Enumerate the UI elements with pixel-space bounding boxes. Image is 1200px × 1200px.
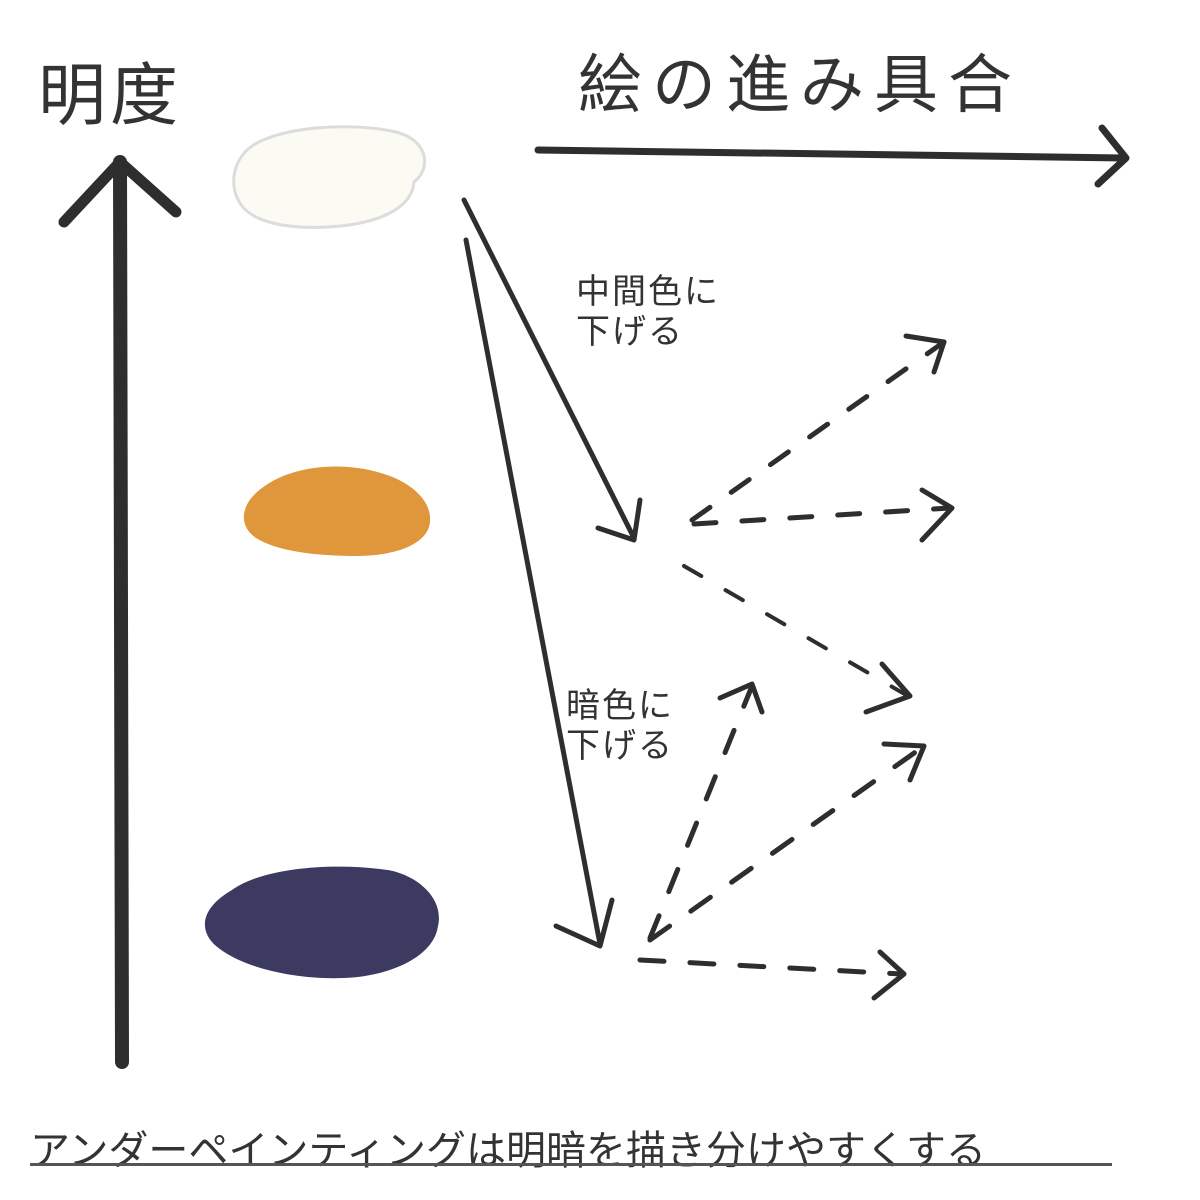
dark-tone-arrow bbox=[463, 237, 615, 949]
mid-tone-note: 中間色に 下げる bbox=[576, 272, 720, 352]
dark-tone-note-line: 下げる bbox=[566, 726, 674, 766]
mid-tone-arrow bbox=[461, 197, 643, 543]
caption: アンダーペインティングは明暗を描き分けやすくする bbox=[30, 1128, 986, 1174]
value-axis-arrow bbox=[58, 155, 182, 1069]
dark-tone-note: 暗色に 下げる bbox=[566, 686, 674, 766]
dark-swatch bbox=[204, 866, 439, 979]
light-swatch bbox=[232, 125, 427, 229]
progress-axis-arrow bbox=[534, 124, 1130, 188]
mid-branch-flat-arrow bbox=[691, 487, 955, 543]
value-axis-label: 明度 bbox=[38, 57, 183, 136]
dark-tone-note-line: 暗色に bbox=[566, 686, 674, 726]
mid-branch-down-arrow bbox=[682, 564, 913, 715]
caption-underline bbox=[30, 1163, 1112, 1166]
dark-branch-steep-arrow bbox=[647, 681, 765, 941]
dark-branch-up-arrow bbox=[647, 741, 927, 943]
progress-axis-label: 絵の進み具合 bbox=[578, 49, 1022, 123]
mid-swatch bbox=[243, 466, 431, 556]
mid-tone-note-line: 下げる bbox=[576, 312, 684, 352]
mid-tone-note-line: 中間色に bbox=[576, 272, 720, 312]
dark-branch-flat-arrow bbox=[637, 949, 907, 1001]
mid-branch-up-arrow bbox=[689, 333, 947, 523]
